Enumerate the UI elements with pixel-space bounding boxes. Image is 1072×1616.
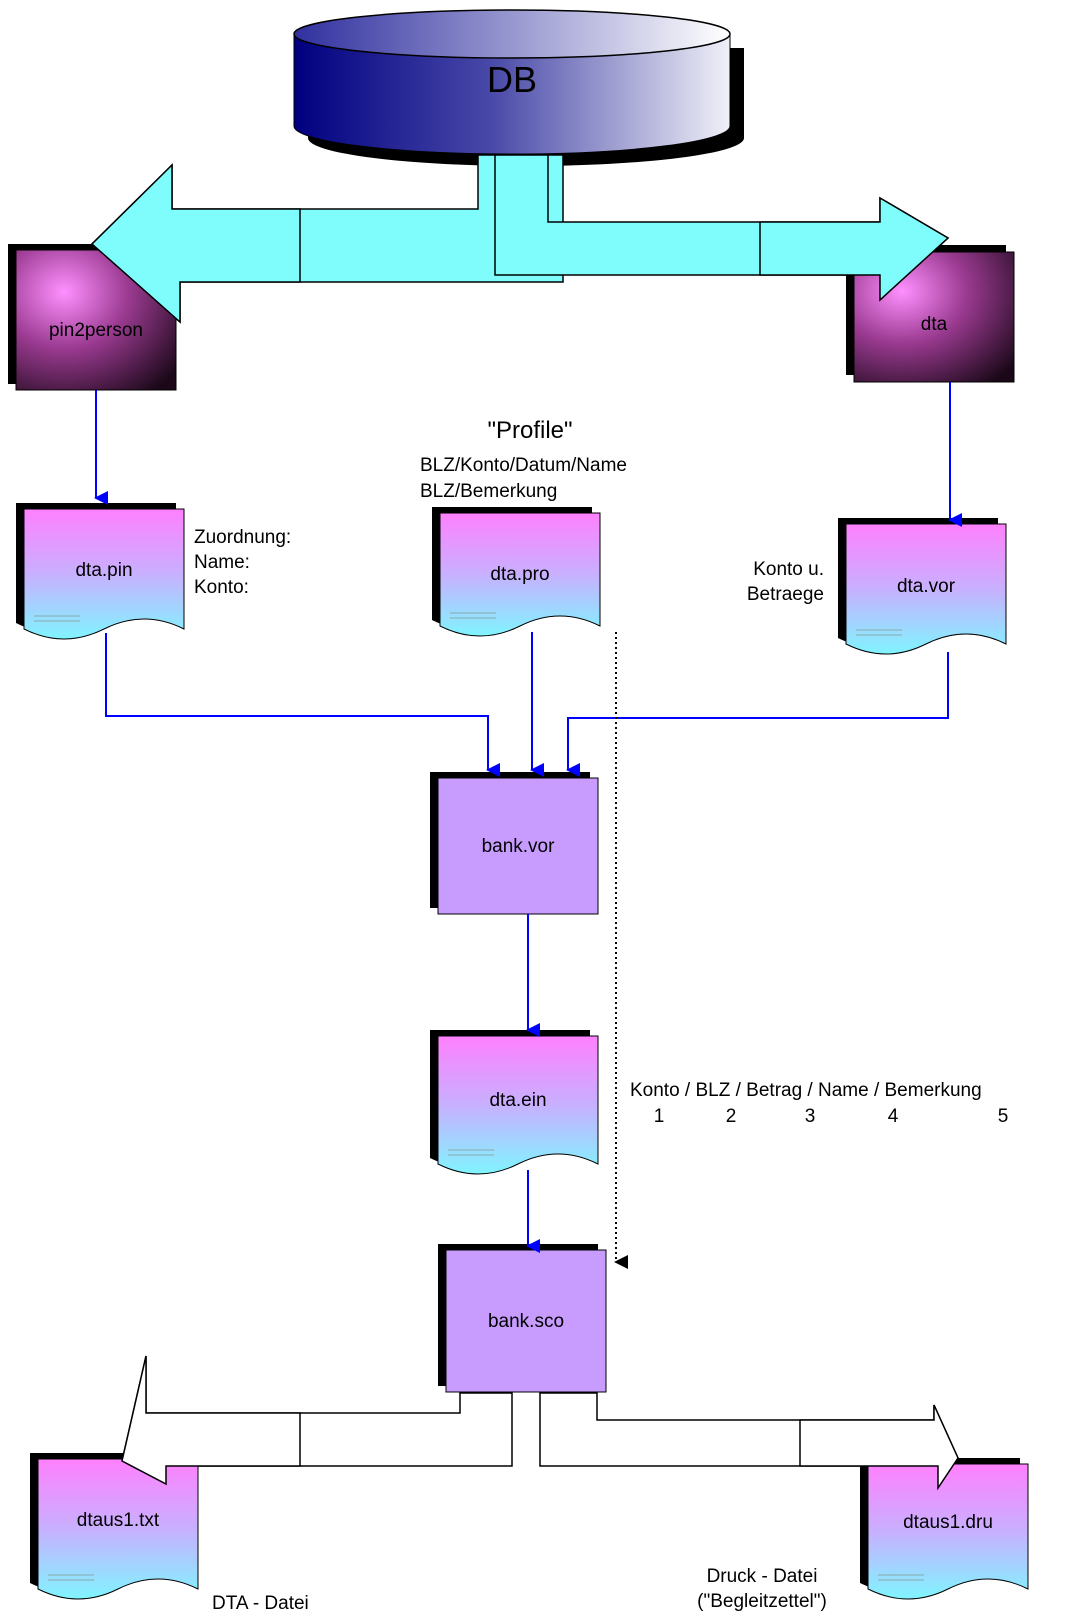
connector-dta-vor-to-bank-vor [566,652,949,777]
dta-pin-label: dta.pin [75,560,132,581]
blue-connectors [94,382,962,1253]
dtaus1-dru-label: dtaus1.dru [903,1512,993,1533]
file-dta-pin: dta.pin [16,503,185,640]
fields-line: Konto / BLZ / Betrag / Name / Bemerkung [630,1080,982,1101]
note-name: Name: [194,552,250,573]
database-cylinder: DB [293,9,744,166]
file-dta-vor: dta.vor [838,518,1007,655]
dta-program-label: dta [921,314,948,335]
fat-arrow-dru-head [799,1404,959,1491]
note-dta-datei: DTA - Datei [212,1593,309,1614]
note-betraege: Betraege [747,584,824,605]
profile-line2: BLZ/Bemerkung [420,481,557,502]
note-konto-u: Konto u. [753,559,824,580]
note-druck-datei: Druck - Datei [707,1566,818,1587]
bank-vor-label: bank.vor [482,836,556,857]
process-bank-vor: bank.vor [430,772,599,915]
note-zuordnung: Zuordnung: [194,527,291,548]
bank-sco-label: bank.sco [488,1311,564,1332]
file-dtaus1-txt: dtaus1.txt [30,1453,199,1600]
field-number-5: 5 [998,1106,1009,1127]
field-number-1: 1 [654,1106,665,1127]
fat-arrow-left-head [90,163,301,324]
db-label: DB [487,59,537,100]
dtaus1-txt-label: dtaus1.txt [77,1510,160,1531]
field-number-3: 3 [805,1106,816,1127]
connector-dta-pin-to-bank-vor [105,633,500,777]
note-konto: Konto: [194,577,249,598]
file-dta-pro: dta.pro [432,507,601,637]
field-number-2: 2 [726,1106,737,1127]
fat-arrow-right-head [759,196,950,302]
dta-pro-label: dta.pro [490,564,549,585]
file-dta-ein: dta.ein [430,1030,599,1175]
file-dtaus1-dru: dtaus1.dru [860,1458,1029,1600]
note-begleitzettel: ("Begleitzettel") [697,1591,827,1612]
fat-arrow-txt-head [121,1355,301,1486]
profile-line1: BLZ/Konto/Datum/Name [420,455,627,476]
profile-title: "Profile" [487,417,572,444]
pin2person-label: pin2person [49,320,143,341]
dta-vor-label: dta.vor [897,576,956,597]
field-number-4: 4 [888,1106,899,1127]
dta-ein-label: dta.ein [489,1090,546,1111]
process-bank-sco: bank.sco [438,1244,607,1393]
